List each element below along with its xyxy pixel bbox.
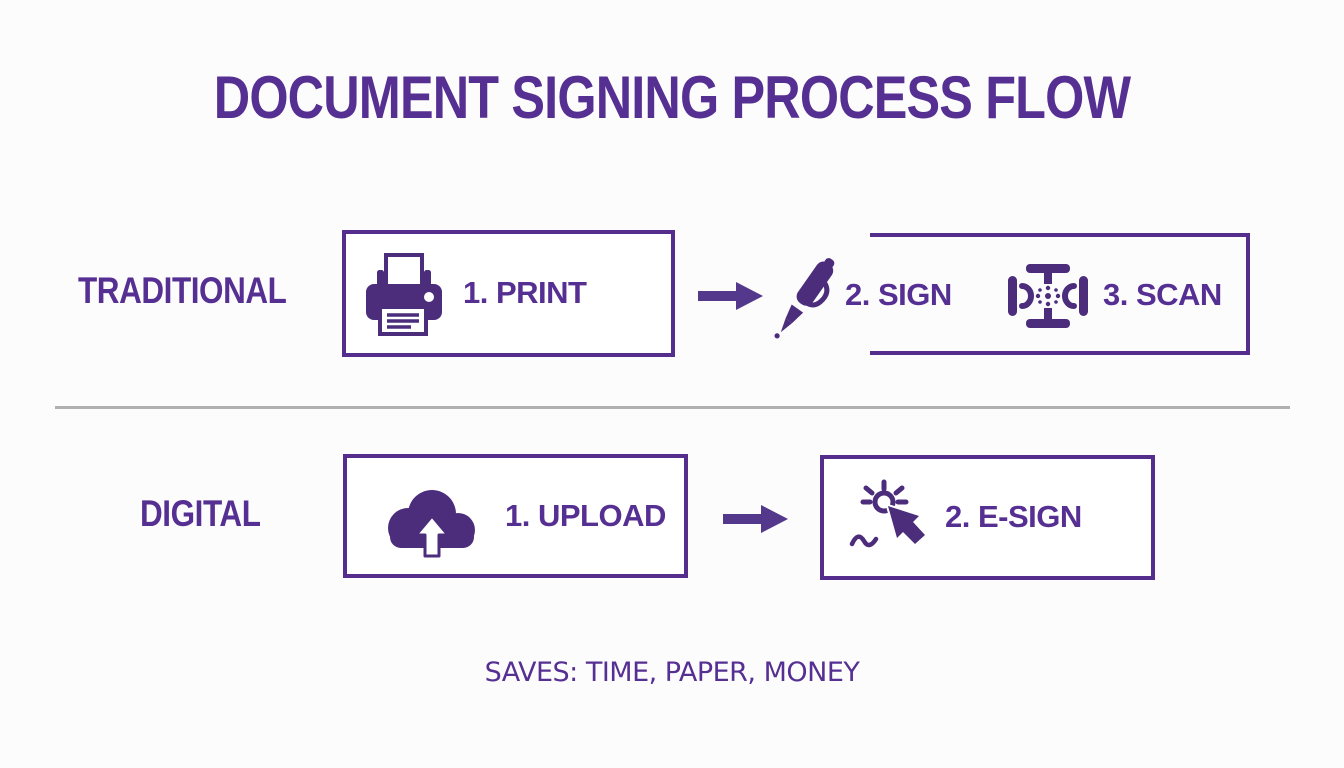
flow-arrow-icon	[698, 281, 764, 311]
printer-icon	[360, 252, 448, 338]
step-label-scan: 3. SCAN	[1103, 277, 1222, 312]
row-divider	[55, 406, 1290, 409]
flow-arrow-icon	[723, 504, 789, 534]
row-label-traditional: TRADITIONAL	[78, 270, 287, 311]
pen-icon	[772, 250, 840, 348]
step-label-print: 1. PRINT	[463, 275, 587, 310]
step-label-sign: 2. SIGN	[845, 277, 952, 312]
scanner-icon	[1008, 264, 1088, 328]
row-label-digital: DIGITAL	[140, 493, 261, 534]
footer-savings-text: SAVES: TIME, PAPER, MONEY	[484, 657, 860, 688]
step-sign-scan-box	[870, 233, 1250, 355]
step-esign-box	[820, 455, 1155, 580]
step-label-esign: 2. E-SIGN	[945, 499, 1082, 534]
step-label-upload: 1. UPLOAD	[505, 498, 666, 533]
page-title: DOCUMENT SIGNING PROCESS FLOW	[213, 64, 1131, 131]
cursor-click-icon	[848, 478, 932, 562]
cloud-upload-icon	[382, 484, 480, 558]
